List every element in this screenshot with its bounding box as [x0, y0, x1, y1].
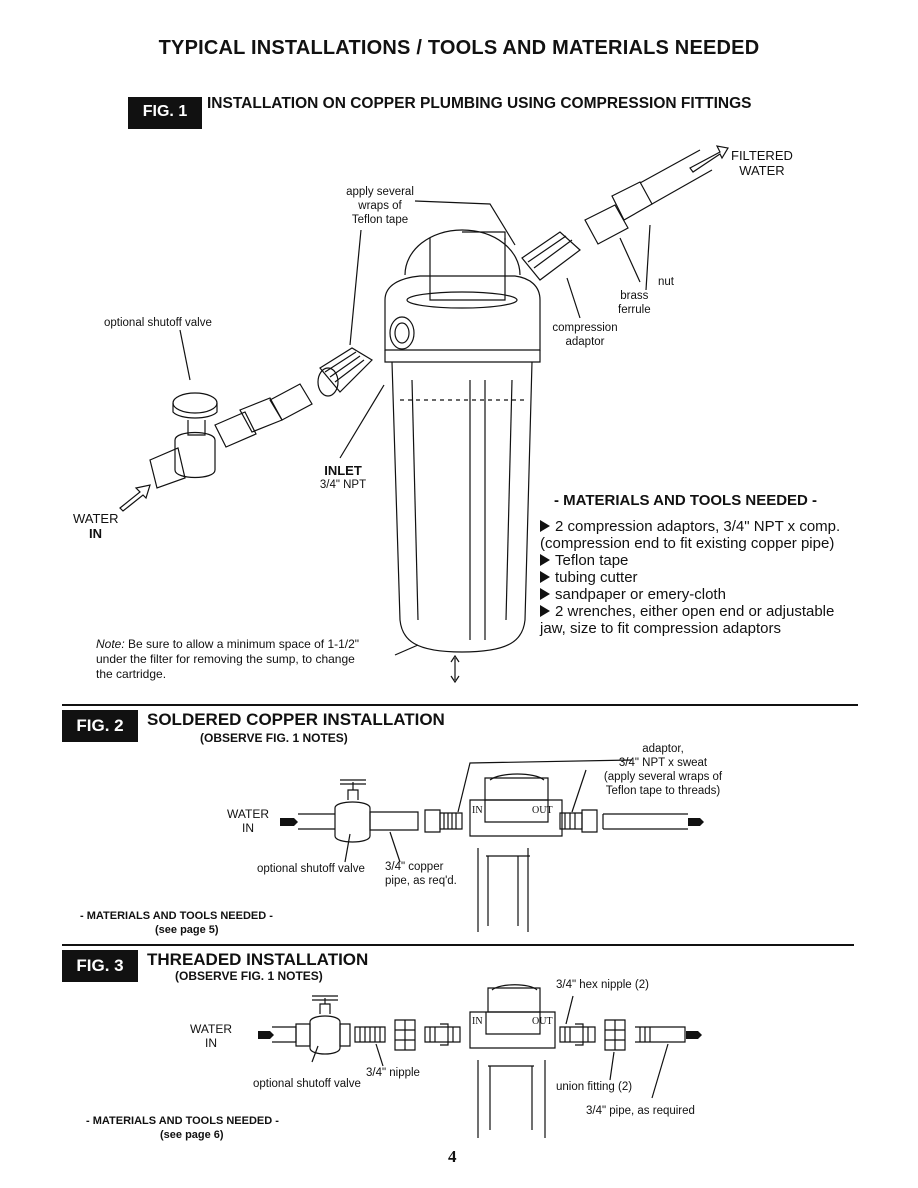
- teflon-tape-label: apply several wraps of Teflon tape: [335, 185, 425, 227]
- fig3-hex-nipple-label: 3/4" hex nipple (2): [556, 979, 649, 991]
- adaptor-line2: 3/4" NPT x sweat: [618, 757, 708, 769]
- page-number: 4: [448, 1147, 457, 1166]
- inlet-line: INLET: [324, 463, 362, 478]
- adaptor-line3: (apply several wraps of: [603, 771, 723, 783]
- filtered-label-line1: FILTERED: [731, 148, 793, 163]
- nut-label: nut: [658, 276, 674, 288]
- water-in-label: WATER IN: [73, 511, 119, 541]
- fig1-note: Note: Be sure to allow a minimum space o…: [96, 637, 359, 682]
- fig1-materials: - MATERIALS AND TOOLS NEEDED - 2 compres…: [540, 492, 840, 637]
- fig1-tag: FIG. 1: [128, 97, 202, 129]
- water-line: WATER: [73, 511, 119, 526]
- fig3-out-port: OUT: [532, 1016, 553, 1027]
- fig2-out-port: OUT: [532, 805, 553, 816]
- fig3-tag: FIG. 3: [62, 950, 138, 982]
- page-title: TYPICAL INSTALLATIONS / TOOLS AND MATERI…: [158, 37, 760, 59]
- fig3-shutoff-label: optional shutoff valve: [253, 1078, 361, 1090]
- adaptor-line1: adaptor,: [642, 743, 684, 755]
- shutoff-valve-label: optional shutoff valve: [104, 317, 212, 329]
- fig2-title: SOLDERED COPPER INSTALLATION: [147, 710, 445, 729]
- material-item: 2 wrenches, either open end or adjustabl…: [540, 603, 840, 620]
- fig2-in-port: IN: [472, 805, 483, 816]
- fig2-in-line: IN: [242, 821, 254, 835]
- note-line3: the cartridge.: [96, 667, 167, 681]
- fig3-union-label: union fitting (2): [556, 1081, 633, 1093]
- note-line1: Be sure to allow a minimum space of 1-1/…: [124, 637, 360, 651]
- material-item-cont: (compression end to fit existing copper …: [540, 535, 835, 552]
- fig3-title: THREADED INSTALLATION: [147, 950, 369, 969]
- fig2-subtitle: (OBSERVE FIG. 1 NOTES): [200, 731, 348, 745]
- fig3-materials-page: (see page 6): [160, 1129, 224, 1141]
- fig1-title: INSTALLATION ON COPPER PLUMBING USING CO…: [207, 95, 752, 112]
- fig2-materials-page: (see page 5): [155, 924, 219, 936]
- material-item: Teflon tape: [540, 552, 840, 569]
- material-item: tubing cutter: [540, 569, 840, 586]
- fig3-materials-heading: - MATERIALS AND TOOLS NEEDED -: [86, 1115, 279, 1127]
- note-label: Note:: [96, 637, 125, 651]
- bullet-arrow-icon: [540, 588, 550, 600]
- divider-1: [62, 704, 858, 706]
- fig2-water-in-label: WATER IN: [227, 807, 269, 835]
- brass-line: brass: [620, 290, 649, 302]
- fig3-subtitle: (OBSERVE FIG. 1 NOTES): [175, 969, 323, 983]
- fig2-shutoff-label: optional shutoff valve: [257, 863, 365, 875]
- comp-line2: adaptor: [565, 336, 605, 348]
- inlet-npt-line: 3/4" NPT: [319, 479, 367, 491]
- fig3-in-line: IN: [205, 1036, 217, 1050]
- fig3-water-in-label: WATER IN: [190, 1022, 232, 1050]
- compression-adaptor-label: compression adaptor: [550, 321, 620, 349]
- teflon-line2: wraps of: [358, 200, 402, 212]
- in-line: IN: [89, 526, 102, 541]
- teflon-line1: apply several: [346, 186, 414, 198]
- bullet-arrow-icon: [540, 605, 550, 617]
- fig1-materials-heading: - MATERIALS AND TOOLS NEEDED -: [554, 492, 818, 509]
- fig3-nipple-label: 3/4" nipple: [366, 1067, 420, 1079]
- copper-line2: pipe, as req'd.: [385, 875, 457, 887]
- filtered-label-line2: WATER: [739, 163, 785, 178]
- fig1-illustration: [119, 145, 729, 684]
- fig2-materials: - MATERIALS AND TOOLS NEEDED - (see page…: [80, 909, 273, 937]
- fig2-copper-label: 3/4" copper pipe, as req'd.: [385, 860, 457, 888]
- fig3-in-port: IN: [472, 1016, 483, 1027]
- fig2-materials-heading: - MATERIALS AND TOOLS NEEDED -: [80, 910, 273, 922]
- material-item-cont: jaw, size to fit compression adaptors: [540, 620, 781, 637]
- fig2-adaptor-label: adaptor, 3/4" NPT x sweat (apply several…: [598, 742, 728, 798]
- inlet-label: INLET 3/4" NPT: [308, 463, 378, 492]
- fig3-water-line: WATER: [190, 1022, 232, 1036]
- comp-line1: compression: [552, 322, 618, 334]
- material-item: 2 compression adaptors, 3/4" NPT x comp.: [540, 518, 840, 535]
- fig3-materials: - MATERIALS AND TOOLS NEEDED - (see page…: [86, 1114, 279, 1142]
- fig2-tag: FIG. 2: [62, 710, 138, 742]
- adaptor-line4: Teflon tape to threads): [605, 785, 721, 797]
- ferrule-line: ferrule: [618, 304, 651, 316]
- copper-line1: 3/4" copper: [385, 861, 444, 873]
- fig3-pipe-label: 3/4" pipe, as required: [586, 1105, 695, 1117]
- bullet-arrow-icon: [540, 520, 550, 532]
- brass-ferrule-label: brass ferrule: [618, 289, 651, 317]
- bullet-arrow-icon: [540, 571, 550, 583]
- teflon-line3: Teflon tape: [351, 214, 409, 226]
- bullet-arrow-icon: [540, 554, 550, 566]
- fig2-water-line: WATER: [227, 807, 269, 821]
- material-item: sandpaper or emery-cloth: [540, 586, 840, 603]
- divider-2: [62, 944, 854, 946]
- note-line2: under the filter for removing the sump, …: [96, 652, 355, 666]
- filtered-water-label: FILTERED WATER: [731, 148, 793, 178]
